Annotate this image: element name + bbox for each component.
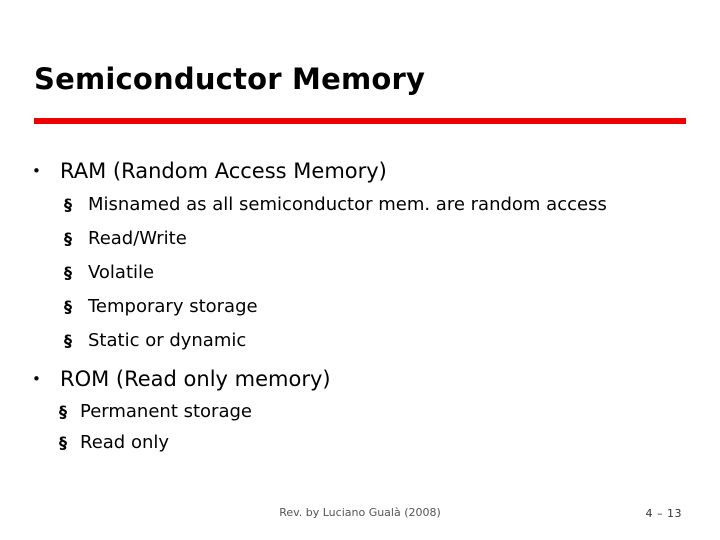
content-group-ram: • RAM (Random Access Memory) § Misnamed …	[26, 156, 706, 358]
list-item: § Permanent storage	[26, 396, 706, 427]
list-item-label: Misnamed as all semiconductor mem. are r…	[88, 194, 607, 215]
section-sign-icon: §	[64, 195, 72, 214]
bullet-dot-icon: •	[32, 370, 41, 388]
section-sign-icon: §	[59, 433, 67, 452]
footer-credit: Rev. by Luciano Gualà (2008)	[279, 506, 441, 519]
list-item-label: Read/Write	[88, 228, 187, 249]
section-sign-icon: §	[59, 402, 67, 421]
section-sign-icon: §	[64, 297, 72, 316]
bullet-heading-ram: • RAM (Random Access Memory)	[26, 156, 706, 186]
list-item-label: Permanent storage	[80, 401, 252, 422]
list-item-label: Static or dynamic	[88, 330, 247, 351]
bullet-heading-rom: • ROM (Read only memory)	[26, 364, 706, 394]
page-title: Semiconductor Memory	[34, 62, 426, 96]
bullet-heading-ram-label: RAM (Random Access Memory)	[60, 159, 387, 183]
bullet-heading-rom-label: ROM (Read only memory)	[60, 367, 331, 391]
footer-page-number: 4 – 13	[645, 507, 682, 520]
list-item-label: Volatile	[88, 262, 155, 283]
list-item: § Volatile	[26, 256, 706, 290]
section-sign-icon: §	[64, 331, 72, 350]
list-item-label: Read only	[80, 432, 170, 453]
list-item: § Read only	[26, 427, 706, 458]
list-item: § Static or dynamic	[26, 324, 706, 358]
list-item: § Temporary storage	[26, 290, 706, 324]
section-sign-icon: §	[64, 263, 72, 282]
slide-body: • RAM (Random Access Memory) § Misnamed …	[26, 150, 706, 458]
list-item: § Read/Write	[26, 222, 706, 256]
list-item-label: Temporary storage	[88, 296, 258, 317]
content-group-rom: • ROM (Read only memory) § Permanent sto…	[26, 364, 706, 458]
list-item: § Misnamed as all semiconductor mem. are…	[26, 188, 706, 222]
section-sign-icon: §	[64, 229, 72, 248]
bullet-dot-icon: •	[32, 162, 41, 180]
title-underline-rule	[34, 118, 686, 124]
